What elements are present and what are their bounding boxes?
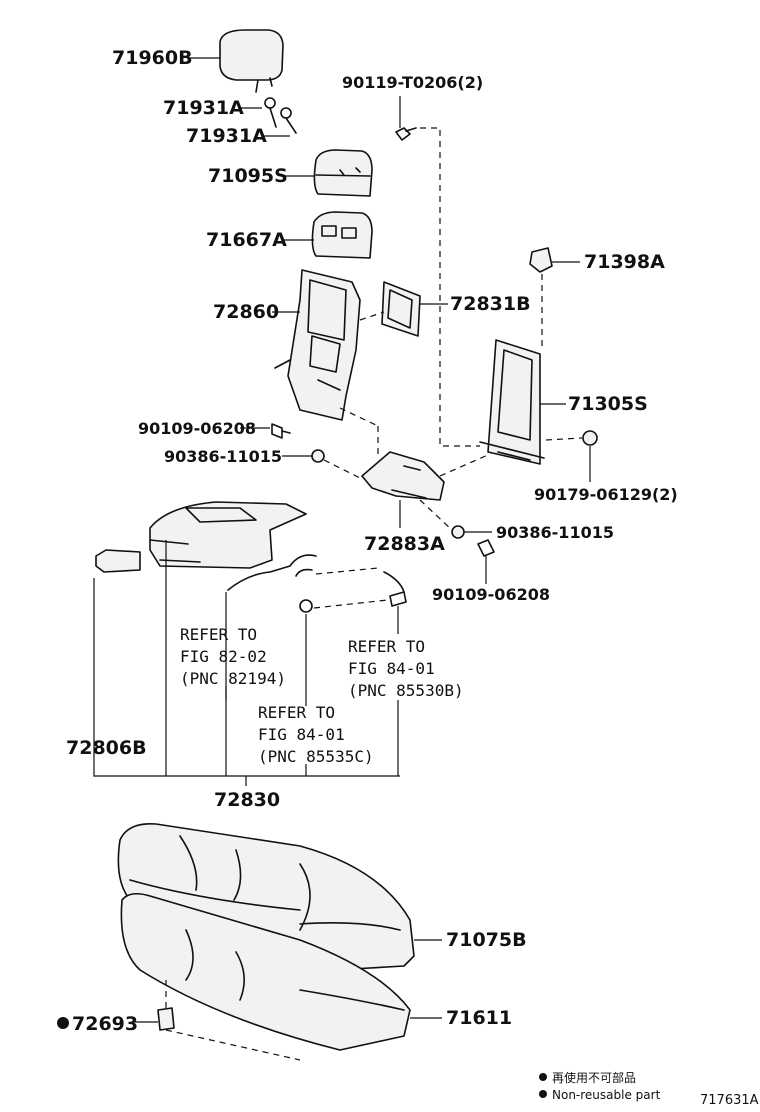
armrest-bracket-part — [381, 281, 421, 337]
armrest-assembly-part — [149, 501, 307, 569]
label-90179-06129: 90179-06129(2) — [534, 485, 678, 504]
figure-number: 717631A — [700, 1093, 759, 1108]
label-72830: 72830 — [214, 789, 280, 811]
cup-holder-part — [95, 549, 141, 573]
reference-line: (PNC 85535C) — [258, 747, 374, 766]
bolt-part — [271, 423, 291, 439]
clip-part — [529, 247, 553, 273]
label-71667A: 71667A — [206, 229, 287, 251]
label-72831B: 72831B — [450, 293, 531, 315]
legend-text-japanese: 再使用不可部品 — [552, 1070, 636, 1085]
armrest-pad-part — [311, 211, 373, 259]
label-72806B: 72806B — [66, 737, 147, 759]
nut-part — [582, 430, 598, 446]
label-72693: 72693 — [72, 1013, 138, 1035]
armrest-cover-part — [313, 149, 373, 197]
reference-line: FIG 84-01 — [348, 659, 435, 678]
nut-part — [451, 525, 465, 539]
reference-line: REFER TO — [348, 637, 425, 656]
label-90109-06208-lower: 90109-06208 — [432, 585, 550, 604]
reference-note-82194: REFER TO FIG 82-02 (PNC 82194) — [180, 625, 286, 688]
bolt-part — [477, 539, 495, 557]
reference-line: REFER TO — [258, 703, 335, 722]
label-90386-11015-lower: 90386-11015 — [496, 523, 614, 542]
label-72860: 72860 — [213, 301, 279, 323]
non-reusable-marker-icon — [57, 1017, 69, 1029]
label-71398A: 71398A — [584, 251, 665, 273]
label-71931A-upper: 71931A — [163, 97, 244, 119]
legend-bullet-icon — [539, 1090, 547, 1098]
reference-line: FIG 82-02 — [180, 647, 267, 666]
headrest-support-part — [264, 97, 297, 134]
bolt-part — [395, 127, 417, 141]
reference-note-85530B: REFER TO FIG 84-01 (PNC 85530B) — [348, 637, 464, 700]
armrest-frame-part — [274, 269, 361, 421]
reference-line: FIG 84-01 — [258, 725, 345, 744]
reference-note-85535C: REFER TO FIG 84-01 (PNC 85535C) — [258, 703, 374, 766]
reference-line: REFER TO — [180, 625, 257, 644]
seatback-frame-part — [479, 339, 545, 465]
label-72883A: 72883A — [364, 533, 445, 555]
hinge-part — [361, 451, 445, 501]
label-71305S: 71305S — [568, 393, 648, 415]
label-71960B: 71960B — [112, 47, 193, 69]
nut-part — [311, 449, 325, 463]
reference-line: (PNC 82194) — [180, 669, 286, 688]
label-71931A-lower: 71931A — [186, 125, 267, 147]
legend-text-english: Non-reusable part — [552, 1088, 661, 1102]
label-71095S: 71095S — [208, 165, 288, 187]
label-90109-06208-upper: 90109-06208 — [138, 419, 256, 438]
legend: 再使用不可部品 Non-reusable part — [539, 1070, 661, 1102]
label-71075B: 71075B — [446, 929, 527, 951]
label-71611: 71611 — [446, 1007, 512, 1029]
label-90119-T0206: 90119-T0206(2) — [342, 73, 483, 92]
wire-harness-part — [227, 554, 407, 613]
label-90386-11015-upper: 90386-11015 — [164, 447, 282, 466]
seat-clip-part — [157, 1007, 175, 1031]
reference-line: (PNC 85530B) — [348, 681, 464, 700]
legend-bullet-icon — [539, 1073, 547, 1081]
headrest-part — [219, 29, 284, 93]
seat-pad-part — [120, 892, 411, 1051]
